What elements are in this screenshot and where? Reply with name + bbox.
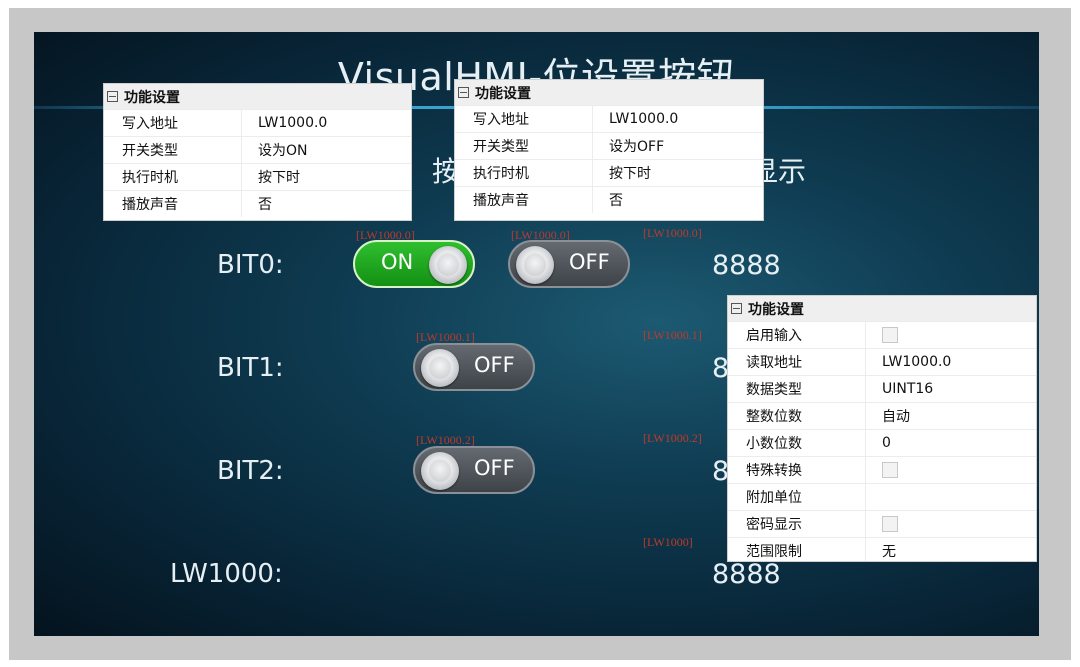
property-value[interactable]: 无 <box>882 544 896 560</box>
property-row[interactable]: 读取地址 LW1000.0 <box>728 348 1036 375</box>
property-key: 写入地址 <box>455 106 593 132</box>
property-row[interactable]: 执行时机按下时 <box>104 163 411 190</box>
property-key: 读取地址 <box>728 349 866 375</box>
property-value[interactable]: 否 <box>609 193 623 209</box>
property-value[interactable] <box>866 484 1036 510</box>
display-property-panel: 功能设置 启用输入 读取地址 LW1000.0 数据类型 UINT16 整数位数自动… <box>727 295 1037 562</box>
property-row[interactable]: 范围限制无 <box>728 537 1036 561</box>
bit0-on-button[interactable]: ON <box>353 240 475 288</box>
bit2-switch-label: OFF <box>474 456 515 480</box>
property-value[interactable]: 按下时 <box>258 170 300 186</box>
property-key: 密码显示 <box>728 511 866 537</box>
panel-header[interactable]: 功能设置 <box>104 84 411 109</box>
address-tag-bit2-switch: [LW1000.2] <box>416 433 475 447</box>
password-display-checkbox[interactable] <box>882 516 898 532</box>
property-row[interactable]: 开关类型设为OFF <box>455 132 763 159</box>
collapse-icon[interactable] <box>458 87 469 98</box>
property-row[interactable]: 开关类型设为ON <box>104 136 411 163</box>
property-value[interactable]: 设为OFF <box>609 139 665 155</box>
property-value[interactable]: UINT16 <box>882 381 934 397</box>
panel-header-label: 功能设置 <box>475 85 531 102</box>
on-button-label: ON <box>381 250 414 274</box>
address-tag-on-button: [LW1000.0] <box>356 228 415 242</box>
property-value[interactable]: LW1000.0 <box>882 354 952 370</box>
property-key: 数据类型 <box>728 376 866 402</box>
property-row[interactable]: 数据类型 UINT16 <box>728 375 1036 402</box>
row-label-lw1000: LW1000: <box>170 559 283 589</box>
address-tag-lw1000-display: [LW1000] <box>643 535 693 549</box>
property-key: 范围限制 <box>728 538 866 561</box>
property-key: 执行时机 <box>455 160 593 186</box>
lw1000-display-value: 8888 <box>712 559 781 590</box>
property-value[interactable]: LW1000.0 <box>258 115 328 131</box>
toggle-knob-icon <box>421 452 459 490</box>
collapse-icon[interactable] <box>107 91 118 102</box>
bit2-switch[interactable]: OFF <box>413 446 535 494</box>
panel-header[interactable]: 功能设置 <box>455 80 763 105</box>
property-key: 附加单位 <box>728 484 866 510</box>
bit1-switch[interactable]: OFF <box>413 343 535 391</box>
bit2-display-value: 8 <box>712 456 730 487</box>
address-tag-bit1-display: [LW1000.1] <box>643 328 702 342</box>
panel-header[interactable]: 功能设置 <box>728 296 1036 321</box>
special-convert-checkbox[interactable] <box>882 462 898 478</box>
property-row[interactable]: 整数位数自动 <box>728 402 1036 429</box>
row-label-bit0: BIT0: <box>217 250 284 280</box>
bit1-switch-label: OFF <box>474 353 515 377</box>
panel-header-label: 功能设置 <box>748 301 804 318</box>
toggle-knob-icon <box>421 349 459 387</box>
property-row[interactable]: 启用输入 <box>728 321 1036 348</box>
toggle-knob-icon <box>429 246 467 284</box>
property-value[interactable]: 自动 <box>882 409 910 425</box>
property-key: 启用输入 <box>728 322 866 348</box>
address-tag-bit0-display: [LW1000.0] <box>643 226 702 240</box>
property-key: 写入地址 <box>104 110 242 136</box>
property-value[interactable]: 0 <box>882 435 891 451</box>
bit0-display-value: 8888 <box>712 250 781 281</box>
off-button-label: OFF <box>569 250 610 274</box>
property-key: 小数位数 <box>728 430 866 456</box>
property-row[interactable]: 附加单位 <box>728 483 1036 510</box>
row-label-bit2: BIT2: <box>217 456 284 486</box>
toggle-knob-icon <box>516 246 554 284</box>
property-value[interactable]: 按下时 <box>609 166 651 182</box>
address-tag-off-button: [LW1000.0] <box>511 228 570 242</box>
property-row[interactable]: 播放声音否 <box>104 190 411 217</box>
property-value[interactable]: 设为ON <box>258 143 308 159</box>
property-row[interactable]: 密码显示 <box>728 510 1036 537</box>
property-key: 整数位数 <box>728 403 866 429</box>
property-row[interactable]: 小数位数 0 <box>728 429 1036 456</box>
off-button-property-panel: 功能设置 写入地址 LW1000.0 开关类型设为OFF 执行时机按下时 播放声音… <box>454 79 764 221</box>
bit0-off-button[interactable]: OFF <box>508 240 630 288</box>
property-key: 播放声音 <box>455 187 593 213</box>
panel-header-label: 功能设置 <box>124 89 180 106</box>
property-row[interactable]: 特殊转换 <box>728 456 1036 483</box>
bit1-display-value: 8 <box>712 353 730 384</box>
property-key: 开关类型 <box>104 137 242 163</box>
property-value[interactable]: LW1000.0 <box>609 111 679 127</box>
collapse-icon[interactable] <box>731 303 742 314</box>
on-button-property-panel: 功能设置 写入地址 LW1000.0 开关类型设为ON 执行时机按下时 播放声音否 <box>103 83 412 221</box>
property-key: 特殊转换 <box>728 457 866 483</box>
property-row[interactable]: 写入地址 LW1000.0 <box>104 109 411 136</box>
property-key: 执行时机 <box>104 164 242 190</box>
property-key: 开关类型 <box>455 133 593 159</box>
address-tag-bit1-switch: [LW1000.1] <box>416 330 475 344</box>
property-row[interactable]: 写入地址 LW1000.0 <box>455 105 763 132</box>
property-row[interactable]: 执行时机按下时 <box>455 159 763 186</box>
enable-input-checkbox[interactable] <box>882 327 898 343</box>
address-tag-bit2-display: [LW1000.2] <box>643 431 702 445</box>
property-value[interactable]: 否 <box>258 197 272 213</box>
property-key: 播放声音 <box>104 191 242 217</box>
row-label-bit1: BIT1: <box>217 353 284 383</box>
property-row[interactable]: 播放声音否 <box>455 186 763 213</box>
